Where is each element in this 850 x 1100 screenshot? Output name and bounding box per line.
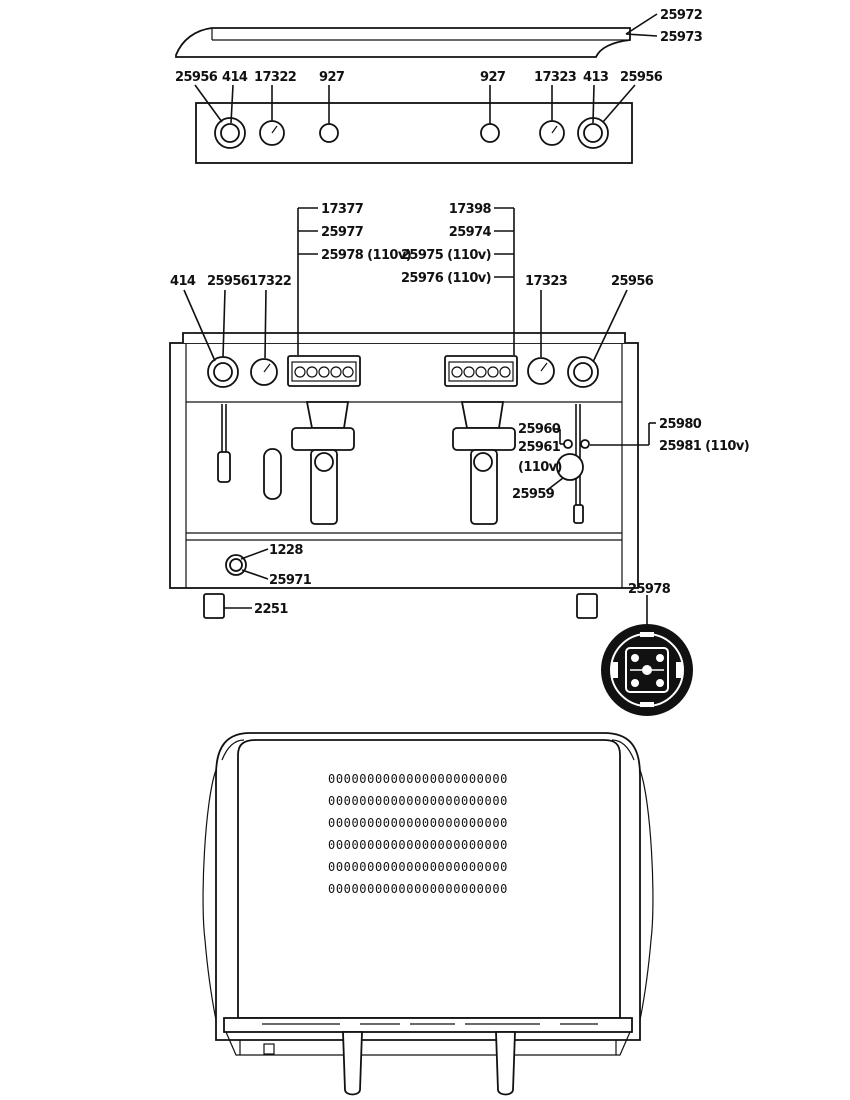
vent-hole-grid: 00000000000000000000000 0000000000000000… xyxy=(328,772,508,896)
label-drip-tray-b: 25973 xyxy=(660,30,703,45)
pilot-lamp xyxy=(563,439,573,449)
label-left-gauge: 17322 xyxy=(254,70,296,85)
label-left-keypad-a: 17377 xyxy=(321,202,364,217)
left-switch xyxy=(220,123,240,143)
label-lamp-b: 25961 xyxy=(518,440,561,455)
machine-top-view xyxy=(202,732,654,1096)
label-front-right-trim: 25956 xyxy=(611,274,654,289)
vent-row: 00000000000000000000000 xyxy=(328,816,508,830)
left-group-head xyxy=(291,401,355,525)
hot-water-valve xyxy=(556,453,584,481)
right-steam-wand xyxy=(556,404,590,524)
main-switch xyxy=(213,362,233,382)
right-foot xyxy=(576,593,598,619)
label-left-indicator: 927 xyxy=(319,70,345,85)
label-lamp-c: (110v) xyxy=(518,460,562,475)
right-switch xyxy=(583,123,603,143)
label-right-keypad-d: 25976 (110v) xyxy=(401,271,491,286)
label-steam-valve-a: 25980 xyxy=(659,417,702,432)
left-steam-wand xyxy=(217,404,231,483)
label-right-indicator: 927 xyxy=(480,70,506,85)
drain-knob xyxy=(225,554,247,576)
cup-window xyxy=(263,448,282,500)
vent-row: 00000000000000000000000 xyxy=(328,860,508,874)
label-lamp-a: 25960 xyxy=(518,422,561,437)
label-drip-tray-a: 25972 xyxy=(660,8,702,23)
front-controls xyxy=(207,356,599,388)
label-left-trim: 25956 xyxy=(175,70,218,85)
vent-row: 00000000000000000000000 xyxy=(328,838,508,852)
control-panel-strip xyxy=(195,102,633,164)
label-right-switch: 413 xyxy=(583,70,609,85)
label-right-keypad-c: 25975 (110v) xyxy=(401,248,491,263)
left-indicator-lamp xyxy=(319,123,339,143)
label-front-right-gauge: 17323 xyxy=(525,274,568,289)
right-keypad xyxy=(444,355,518,387)
right-group-head xyxy=(452,401,516,525)
label-right-keypad-a: 17398 xyxy=(449,202,492,217)
label-right-gauge: 17323 xyxy=(534,70,577,85)
label-drain-knob: 1228 xyxy=(269,543,303,558)
label-steam-valve-b: 25981 (110v) xyxy=(659,439,749,454)
vent-row: 00000000000000000000000 xyxy=(328,794,508,808)
label-hot-water: 25959 xyxy=(512,487,555,502)
label-drain-trim: 25971 xyxy=(269,573,312,588)
vent-row: 00000000000000000000000 xyxy=(328,882,508,896)
label-left-keypad-b: 25977 xyxy=(321,225,364,240)
top-panel-leaders xyxy=(194,13,658,124)
left-keypad xyxy=(287,355,361,387)
drip-tray-rail xyxy=(175,27,631,58)
keypad-detail-medallion xyxy=(601,624,693,716)
left-portafilter-handle xyxy=(342,1031,363,1096)
label-left-keypad-c: 25978 (110v) xyxy=(321,248,411,263)
label-foot: 2251 xyxy=(254,602,288,617)
label-front-left-trim: 25956 xyxy=(207,274,250,289)
right-portafilter-handle xyxy=(495,1031,516,1096)
vent-row: 00000000000000000000000 xyxy=(328,772,508,786)
front-right-switch xyxy=(573,362,593,382)
label-keypad-detail: 25978 xyxy=(628,582,671,597)
left-foot xyxy=(203,593,225,619)
label-right-keypad-b: 25974 xyxy=(449,225,492,240)
steam-valve-knob xyxy=(580,439,590,449)
right-indicator-lamp xyxy=(480,123,500,143)
label-right-trim: 25956 xyxy=(620,70,663,85)
label-main-switch: 414 xyxy=(170,274,196,289)
label-left-switch: 414 xyxy=(222,70,248,85)
front-view-leaders xyxy=(183,207,656,628)
label-front-left-gauge: 17322 xyxy=(249,274,291,289)
